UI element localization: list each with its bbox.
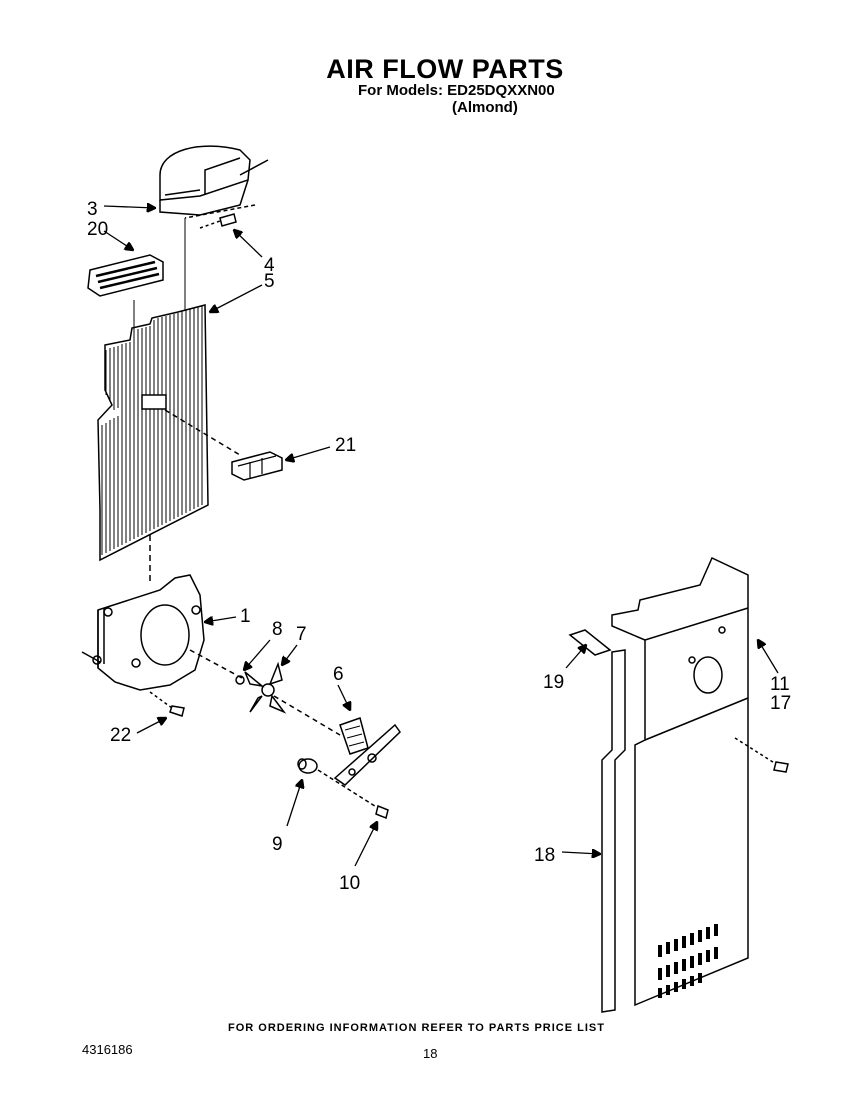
callout-10: 9 [272, 834, 283, 855]
callout-7: 6 [333, 664, 344, 685]
callout-21: 21 [335, 435, 357, 456]
variant-label: (Almond) [452, 99, 518, 116]
callout-18: 17 [770, 693, 792, 714]
callout-17: 11 [770, 674, 790, 695]
callout-5: 5 [264, 271, 275, 292]
callout-leaders [104, 206, 778, 866]
callout-1: 1 [240, 606, 251, 627]
part-10-grommet [298, 759, 378, 808]
callout-3: 3 [87, 199, 98, 220]
callout-20: 19 [543, 672, 565, 693]
part-20-gasket [570, 630, 610, 655]
part-21-control [232, 452, 282, 480]
ordering-note: FOR ORDERING INFORMATION REFER TO PARTS … [228, 1022, 605, 1034]
part-4-screw [200, 214, 236, 228]
callout-19: 18 [534, 845, 556, 866]
callout-22: 22 [110, 725, 132, 746]
models-line: For Models: ED25DQXXN00 [358, 82, 555, 99]
callout-9: 8 [272, 619, 283, 640]
part-5-evaporator-cover [98, 218, 240, 585]
document-number: 4316186 [82, 1042, 133, 1057]
page-number: 18 [423, 1046, 438, 1061]
part-6-grille [88, 255, 163, 296]
callout-8: 7 [296, 624, 307, 645]
page-title: AIR FLOW PARTS [326, 54, 564, 84]
callout-11: 10 [339, 873, 361, 894]
part-8-fan-blade [245, 664, 340, 735]
callout-4: 4 [264, 255, 275, 276]
part-11-screw [376, 806, 388, 818]
part-18-screw [735, 738, 788, 772]
part-1-fan-shroud [82, 575, 242, 690]
part-19-seal-strip [602, 650, 625, 1012]
callout-6: 20 [87, 219, 109, 240]
part-7-fan-motor [335, 718, 400, 785]
part-3-duct-cap [160, 146, 268, 218]
part-22-screw [150, 692, 184, 716]
part-17-air-duct [612, 558, 748, 1005]
